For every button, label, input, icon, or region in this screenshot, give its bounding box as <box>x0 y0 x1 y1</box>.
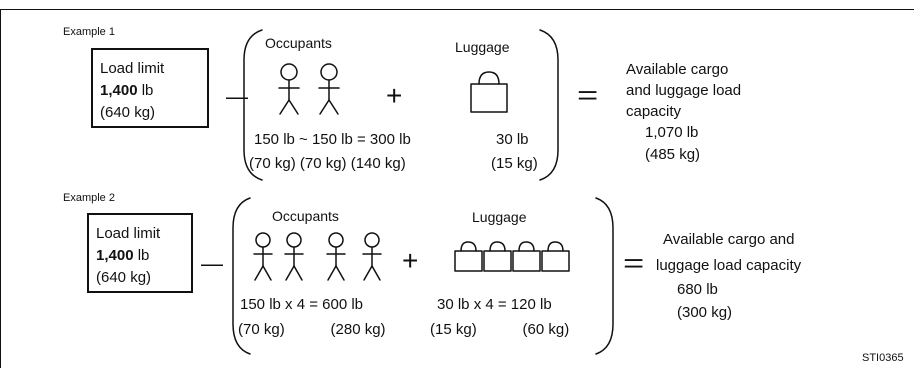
example-2-luggage-label: Luggage <box>472 209 527 225</box>
example-1-result-line-2: and luggage load <box>626 82 742 99</box>
example-1-occupant-calc-kg: (70 kg) (70 kg) (140 kg) <box>249 155 406 172</box>
frame-left-border <box>0 9 1 368</box>
example-2-result-lb: 680 lb <box>677 281 718 298</box>
example-1-minus: — <box>226 84 248 109</box>
example-2-equals: = <box>623 248 645 278</box>
example-2-result-line-1: Available cargo and <box>663 231 795 248</box>
example-2-minus: — <box>201 251 223 276</box>
example-2-occupant-calc-kg: (70 kg) (280 kg) <box>238 321 386 338</box>
example-1-result-line-1: Available cargo <box>626 61 729 78</box>
example-2-person-icon-1 <box>253 232 273 281</box>
example-1-occupants-label: Occupants <box>265 35 332 51</box>
example-1-plus: + <box>386 80 403 111</box>
load-limit-lb-value: 1,400 <box>96 247 134 264</box>
load-limit-lb: 1,400 lb <box>100 83 153 98</box>
example-2-right-bracket <box>595 197 614 355</box>
load-limit-label: Load limit <box>96 225 161 242</box>
load-limit-lb-unit: lb <box>137 82 154 99</box>
example-1-luggage-kg: (15 kg) <box>491 155 538 172</box>
example-2-title: Example 2 <box>63 192 115 204</box>
example-1-luggage-lb: 30 lb <box>496 131 529 148</box>
example-1-luggage-icon <box>470 71 508 113</box>
example-1-result-lb: 1,070 lb <box>645 124 699 141</box>
example-2-result-line-2: luggage load capacity <box>656 257 802 274</box>
example-2-luggage-calc-lb: 30 lb x 4 = 120 lb <box>437 296 552 313</box>
example-2-person-icon-4 <box>362 232 382 281</box>
example-1-occupant-calc-lb: 150 lb ~ 150 lb = 300 lb <box>254 131 411 148</box>
load-limit-label: Load limit <box>100 60 165 77</box>
load-limit-kg: (640 kg) <box>100 104 156 121</box>
example-2-result-kg: (300 kg) <box>677 304 733 321</box>
example-2-luggage-icons <box>454 241 570 272</box>
example-2-occupants-label: Occupants <box>272 208 339 224</box>
example-1-person-icon-1 <box>278 63 300 115</box>
load-limit-lb: 1,400 lb <box>96 248 149 263</box>
example-2-occupant-calc-lb: 150 lb x 4 = 600 lb <box>240 296 364 313</box>
example-1-right-bracket <box>539 29 559 181</box>
load-limit-kg: (640 kg) <box>96 269 152 286</box>
frame-top-border <box>0 9 914 10</box>
example-1-result-kg: (485 kg) <box>645 146 701 163</box>
figure-code: STI0365 <box>862 352 904 364</box>
example-1-luggage-label: Luggage <box>455 39 510 55</box>
example-2-left-bracket <box>232 197 251 355</box>
example-2-plus: + <box>402 245 419 276</box>
load-limit-lb-value: 1,400 <box>100 82 138 99</box>
example-1-load-limit-box: Load limit 1,400 lb (640 kg) <box>91 48 209 128</box>
example-2-person-icon-2 <box>284 232 304 281</box>
example-2-person-icon-3 <box>326 232 346 281</box>
load-limit-lb-unit: lb <box>133 247 150 264</box>
example-1-person-icon-2 <box>318 63 340 115</box>
example-1-result-line-3: capacity <box>626 103 682 120</box>
example-1-left-bracket <box>243 29 263 181</box>
example-2-luggage-calc-kg: (15 kg) (60 kg) <box>430 321 570 338</box>
example-1-title: Example 1 <box>63 26 115 38</box>
example-2-load-limit-box: Load limit 1,400 lb (640 kg) <box>87 213 193 293</box>
example-1-equals: = <box>577 80 599 110</box>
